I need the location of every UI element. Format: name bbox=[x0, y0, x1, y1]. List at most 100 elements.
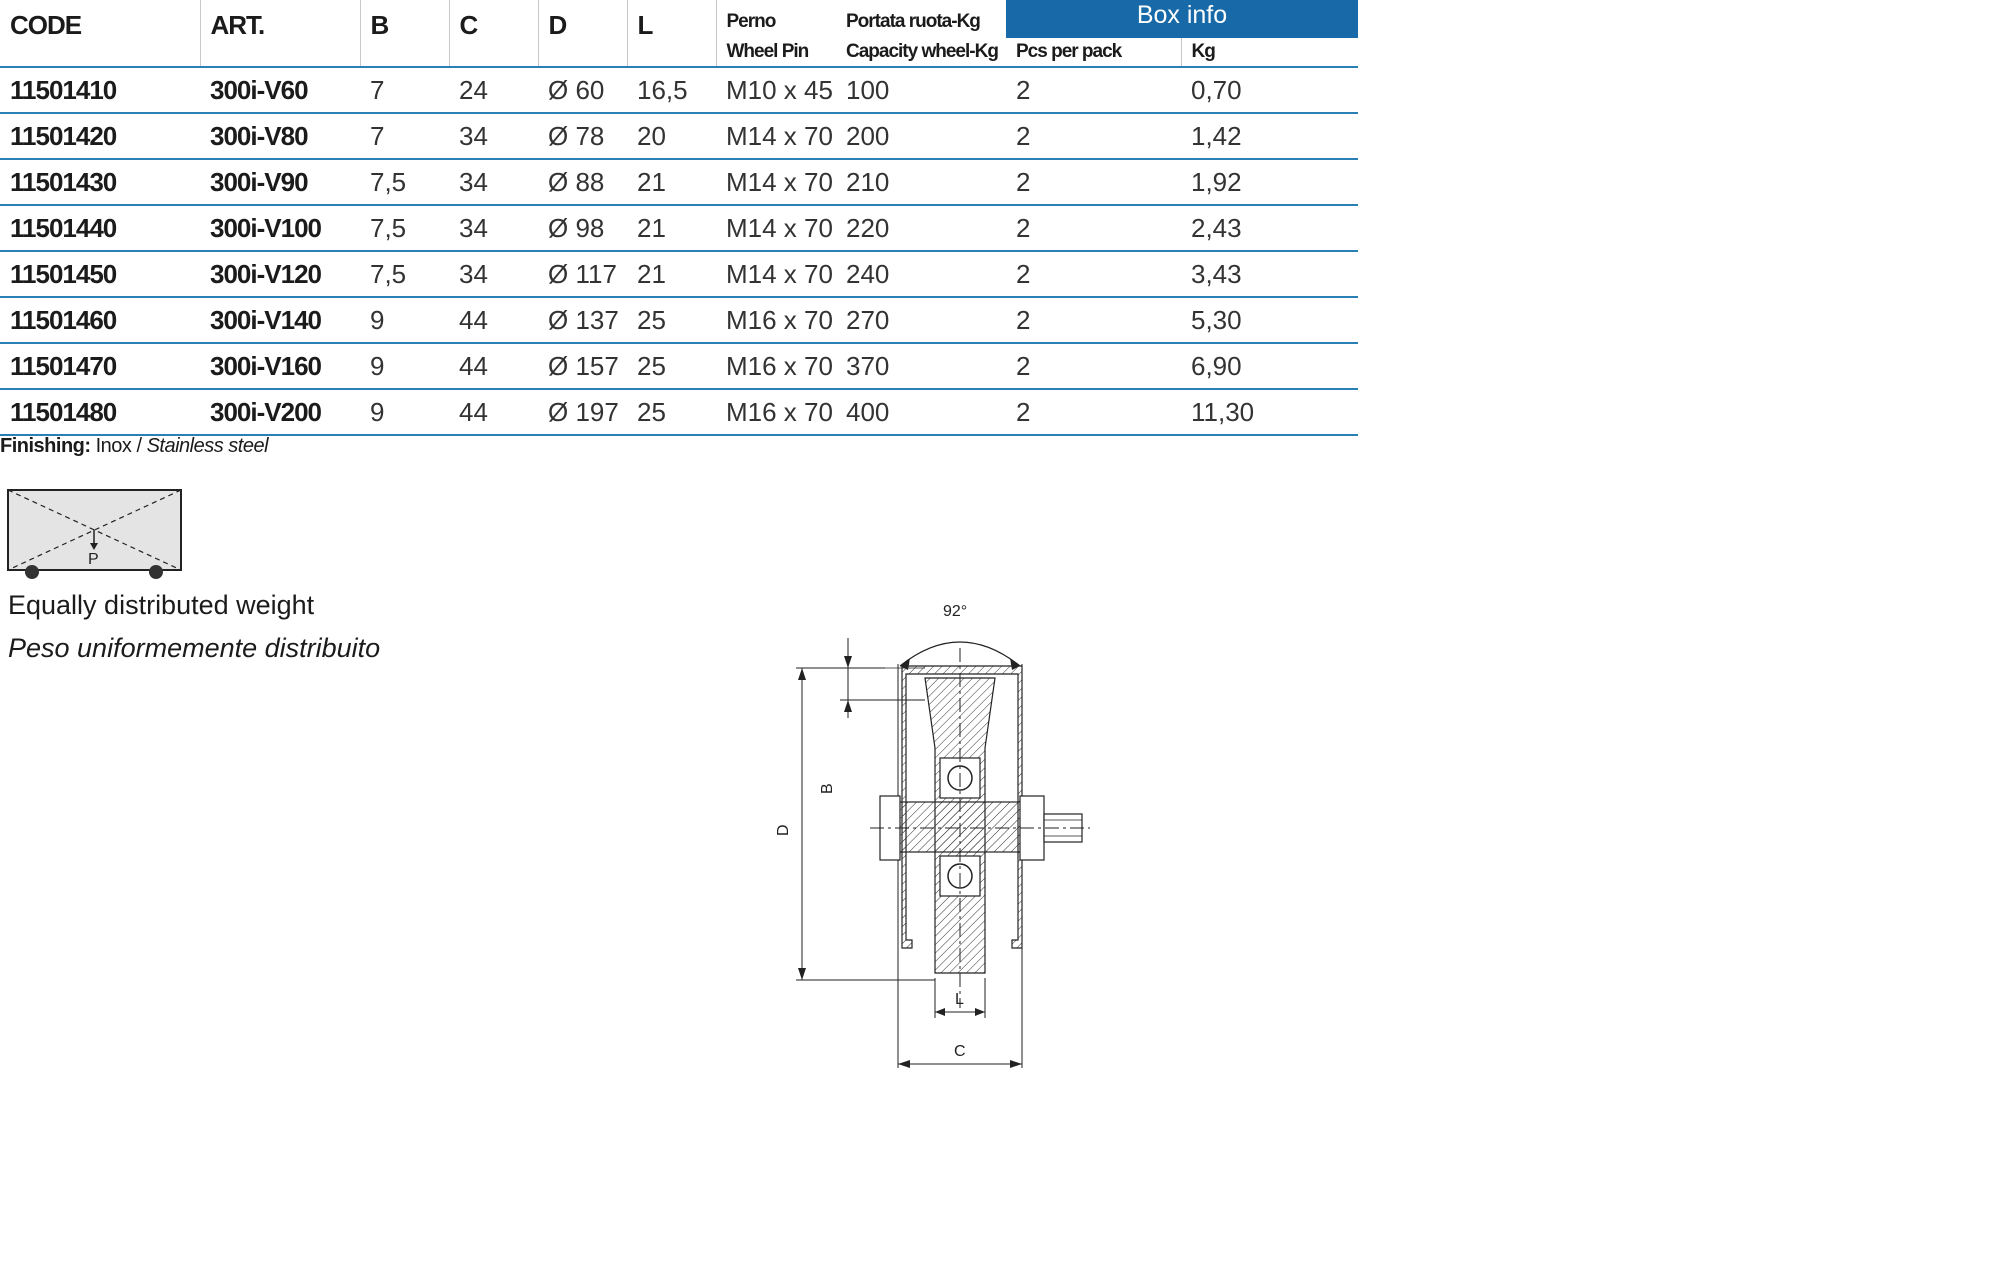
cell-l: 16,5 bbox=[627, 67, 716, 114]
finishing-value-en: Stainless steel bbox=[146, 435, 269, 457]
cell-c: 34 bbox=[449, 113, 538, 160]
cell-kg: 11,30 bbox=[1181, 389, 1358, 436]
cell-pin: M14 x 70 bbox=[716, 113, 836, 160]
cell-capacity: 220 bbox=[836, 205, 1006, 252]
cell-capacity: 270 bbox=[836, 297, 1006, 344]
cell-code: 11501480 bbox=[0, 389, 200, 436]
cell-c: 44 bbox=[449, 297, 538, 344]
cell-capacity: 100 bbox=[836, 67, 1006, 114]
caption-peso-distribuito: Peso uniformemente distribuito bbox=[8, 633, 381, 663]
cell-l: 20 bbox=[627, 113, 716, 160]
col-header-pin-en: Wheel Pin bbox=[716, 38, 836, 68]
col-header-c: C bbox=[449, 0, 539, 68]
cell-l: 21 bbox=[627, 251, 716, 298]
cell-c: 34 bbox=[449, 251, 538, 298]
cell-b: 7 bbox=[360, 67, 449, 114]
cell-code: 11501450 bbox=[0, 251, 200, 298]
cell-pin: M16 x 70 bbox=[716, 343, 836, 390]
cell-art: 300i-V140 bbox=[200, 297, 360, 344]
cell-c: 34 bbox=[449, 205, 538, 252]
cell-code: 11501410 bbox=[0, 67, 200, 114]
cell-capacity: 210 bbox=[836, 159, 1006, 206]
col-header-b: B bbox=[360, 0, 450, 68]
cell-b: 9 bbox=[360, 343, 449, 390]
cell-c: 44 bbox=[449, 343, 538, 390]
cell-pcs: 2 bbox=[1006, 113, 1181, 160]
finishing-label: Finishing: bbox=[0, 435, 91, 457]
cell-pcs: 2 bbox=[1006, 159, 1181, 206]
col-header-l: L bbox=[627, 0, 717, 68]
col-header-d: D bbox=[538, 0, 628, 68]
col-header-kg: Kg bbox=[1181, 38, 1358, 68]
finishing-separator: / bbox=[131, 435, 147, 457]
cell-l: 21 bbox=[627, 159, 716, 206]
distributed-load-icon: P bbox=[7, 489, 182, 579]
cell-art: 300i-V160 bbox=[200, 343, 360, 390]
cell-pcs: 2 bbox=[1006, 251, 1181, 298]
cell-pin: M16 x 70 bbox=[716, 389, 836, 436]
cell-l: 25 bbox=[627, 297, 716, 344]
cell-kg: 2,43 bbox=[1181, 205, 1358, 252]
cell-code: 11501440 bbox=[0, 205, 200, 252]
col-header-capacity-en: Capacity wheel-Kg bbox=[836, 38, 1006, 68]
cell-code: 11501460 bbox=[0, 297, 200, 344]
cell-capacity: 400 bbox=[836, 389, 1006, 436]
cell-d: Ø 78 bbox=[538, 113, 627, 160]
cell-b: 7,5 bbox=[360, 251, 449, 298]
cell-b: 9 bbox=[360, 389, 449, 436]
cell-l: 25 bbox=[627, 389, 716, 436]
cell-c: 24 bbox=[449, 67, 538, 114]
cell-d: Ø 98 bbox=[538, 205, 627, 252]
cell-pin: M10 x 45 bbox=[716, 67, 836, 114]
dim-label-d: D bbox=[775, 824, 792, 836]
cell-kg: 6,90 bbox=[1181, 343, 1358, 390]
cell-art: 300i-V120 bbox=[200, 251, 360, 298]
wheel-technical-drawing: 92° D B L C bbox=[775, 603, 1090, 1068]
cell-pcs: 2 bbox=[1006, 297, 1181, 344]
cell-b: 7 bbox=[360, 113, 449, 160]
cell-capacity: 370 bbox=[836, 343, 1006, 390]
cell-c: 34 bbox=[449, 159, 538, 206]
col-header-pcs-per-pack: Pcs per pack bbox=[1006, 38, 1182, 68]
cell-pin: M16 x 70 bbox=[716, 297, 836, 344]
cell-art: 300i-V90 bbox=[200, 159, 360, 206]
cell-pin: M14 x 70 bbox=[716, 205, 836, 252]
col-header-pin-it: Perno bbox=[726, 11, 777, 32]
cell-art: 300i-V60 bbox=[200, 67, 360, 114]
product-spec-table: CODE ART. B C D L Perno Portata ruota-Kg… bbox=[0, 0, 1358, 436]
finishing-value-it: Inox bbox=[95, 435, 132, 457]
dim-label-b: B bbox=[819, 783, 836, 794]
cell-d: Ø 197 bbox=[538, 389, 627, 436]
col-header-box-info: Box info bbox=[1006, 0, 1358, 38]
cell-art: 300i-V80 bbox=[200, 113, 360, 160]
cell-capacity: 240 bbox=[836, 251, 1006, 298]
cell-b: 7,5 bbox=[360, 159, 449, 206]
cell-kg: 5,30 bbox=[1181, 297, 1358, 344]
cell-c: 44 bbox=[449, 389, 538, 436]
col-header-code: CODE bbox=[0, 0, 201, 68]
dim-label-c: C bbox=[954, 1043, 966, 1060]
cell-art: 300i-V200 bbox=[200, 389, 360, 436]
dim-label-l: L bbox=[955, 991, 964, 1008]
cell-kg: 0,70 bbox=[1181, 67, 1358, 114]
cell-b: 9 bbox=[360, 297, 449, 344]
cell-d: Ø 60 bbox=[538, 67, 627, 114]
cell-pcs: 2 bbox=[1006, 205, 1181, 252]
cell-pcs: 2 bbox=[1006, 389, 1181, 436]
cell-d: Ø 88 bbox=[538, 159, 627, 206]
cell-d: Ø 157 bbox=[538, 343, 627, 390]
cell-art: 300i-V100 bbox=[200, 205, 360, 252]
col-header-art: ART. bbox=[200, 0, 361, 68]
caption-equally-distributed: Equally distributed weight bbox=[8, 590, 315, 620]
cell-kg: 1,92 bbox=[1181, 159, 1358, 206]
angle-label: 92° bbox=[943, 603, 967, 620]
cell-d: Ø 137 bbox=[538, 297, 627, 344]
cell-l: 25 bbox=[627, 343, 716, 390]
cell-capacity: 200 bbox=[836, 113, 1006, 160]
